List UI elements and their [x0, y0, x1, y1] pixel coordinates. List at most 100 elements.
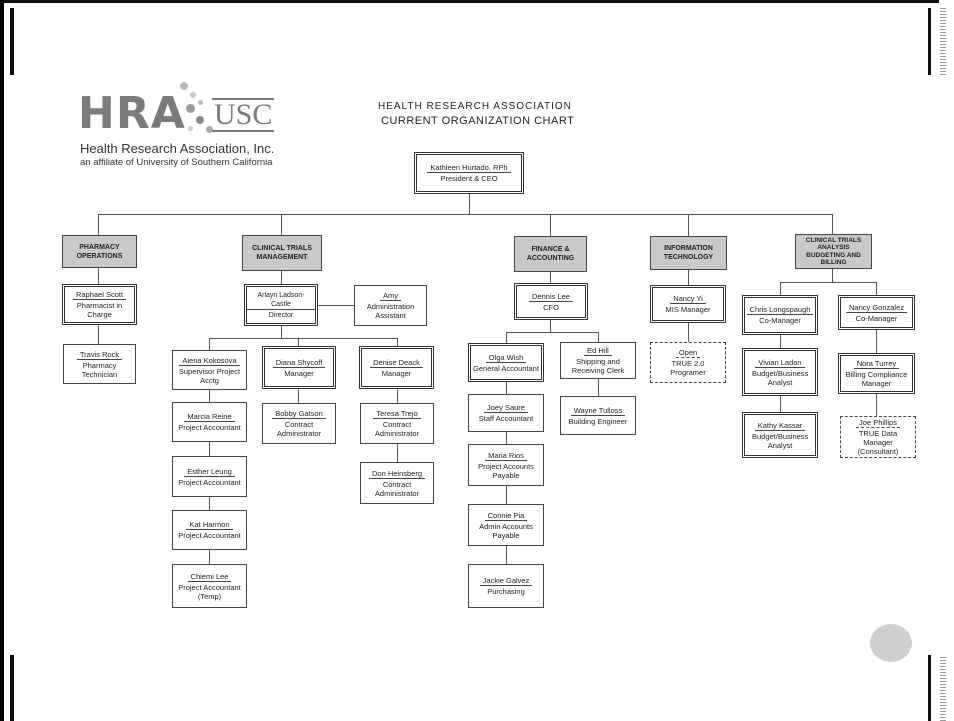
person-name: Connie Pia: [484, 511, 528, 521]
person-title: Project Accountant: [178, 477, 241, 487]
person-name: Marcia Reine: [184, 412, 235, 422]
connector: [209, 550, 210, 564]
org-box-nancy-yi: Nancy Yi MIS Manager: [650, 285, 726, 323]
person-name: Olga Wish: [485, 353, 527, 363]
person-name: Bobby Gatson: [272, 409, 326, 419]
org-box-chris-longspaugh: Chris Longspaugh Co-Manager: [742, 295, 818, 335]
person-title: Pharmacy Technician: [81, 360, 118, 379]
connector: [209, 442, 210, 456]
org-box-bobby-gatson: Bobby Gatson Contract Administrator: [262, 403, 336, 444]
connector: [688, 270, 689, 285]
connector: [469, 193, 470, 215]
person-title: Pharmacist in Charge: [76, 301, 123, 319]
connector: [688, 214, 689, 236]
logo-org-name: Health Research Association, Inc.: [80, 141, 275, 156]
connector: [506, 382, 507, 394]
person-name: Nancy Yi: [670, 294, 706, 304]
person-title: Project Accountant: [178, 531, 241, 540]
person-name: Wayne Tulloss: [570, 406, 626, 416]
org-box-arlayn-ladson-castle: Arlayn Ladson-Castle Director: [244, 284, 318, 326]
person-title: Co-Manager: [855, 313, 898, 323]
connector: [506, 546, 507, 564]
connector: [317, 305, 354, 306]
connector: [397, 444, 398, 462]
person-name: Maria Rios: [485, 451, 527, 461]
connector: [298, 338, 299, 346]
org-box-kathy-kassar: Kathy Kassar Budget/Business Analyst: [742, 412, 818, 458]
logo-dot: [196, 116, 204, 124]
org-box-connie-pia: Connie Pia Admin Accounts Payable: [468, 504, 544, 546]
connector: [876, 330, 877, 353]
person-name: Travis Rock: [76, 350, 123, 360]
org-box-olga-wish: Olga Wish General Accountant: [468, 343, 544, 382]
connector: [506, 486, 507, 504]
org-box-don-heinsberg: Don Heinsberg Contract Administrator: [360, 462, 434, 504]
logo-dot: [188, 126, 193, 131]
org-box-teresa-trejo: Teresa Trejo Contract Administrator: [360, 403, 434, 444]
person-title: Contract Administrator: [374, 479, 420, 498]
person-name: Nora Turrey: [853, 359, 900, 369]
org-box-nancy-gonzalez: Nancy Gonzalez Co-Manager: [838, 295, 915, 330]
connector: [688, 323, 689, 342]
logo-usc: USC: [212, 98, 275, 132]
logo-dot: [186, 104, 195, 113]
person-name: Open: [675, 348, 701, 358]
connector: [209, 390, 210, 402]
connector: [98, 325, 99, 344]
org-box-amy: Amy Administration Assistant: [354, 285, 427, 326]
org-box-raphael-scott: Raphael Scott Pharmacist in Charge: [62, 284, 137, 325]
person-name: Teresa Trejo: [373, 409, 421, 419]
right-frame-bar-top: [928, 8, 931, 75]
connector: [550, 320, 551, 332]
person-title: Administration Assistant: [366, 302, 415, 320]
person-title: Contract Administrator: [276, 420, 322, 438]
connector: [780, 335, 781, 348]
org-box-nora-turrey: Nora Turrey Billing Compliance Manager: [838, 353, 915, 394]
org-box-dennis-lee: Dennis Lee CFO: [514, 283, 588, 320]
logo-dot: [206, 126, 213, 133]
org-box-chiemi-lee: Chiemi Lee Project Accountant (Temp): [172, 564, 247, 608]
connector: [98, 268, 99, 284]
logo-affiliation: an affiliate of University of Southern C…: [80, 157, 273, 168]
decorative-circle: [870, 624, 912, 662]
person-title: Project Accounts Payable: [478, 461, 534, 480]
person-title: Project Accountant (Temp): [178, 582, 241, 601]
page-edge-left: [0, 0, 4, 721]
slide-border-left-bottom: [10, 655, 14, 721]
person-name: Chiemi Lee: [187, 572, 232, 582]
slide-border-left-top: [10, 8, 14, 75]
person-title: Contract Administrator: [374, 420, 420, 438]
person-name: Joe Phillips: [856, 418, 900, 428]
connector: [780, 282, 877, 283]
person-title: Billing Compliance Manager: [845, 370, 908, 388]
connector: [209, 338, 397, 339]
org-box-ed-hill: Ed Hill Shipping and Receiving Clerk: [560, 342, 636, 379]
connector: [98, 214, 833, 215]
connector: [832, 214, 833, 234]
logo-dot: [198, 100, 203, 105]
connector: [281, 326, 282, 338]
right-hatch-bottom: [940, 655, 946, 721]
dept-information-technology: INFORMATION TECHNOLOGY: [650, 236, 727, 270]
person-title: Project Accountant: [178, 423, 241, 432]
person-name: Don Heinsberg: [368, 469, 426, 479]
dept-clinical-trials-management: CLINICAL TRIALS MANAGEMENT: [242, 235, 322, 271]
person-title: Manager: [284, 368, 314, 378]
person-name: Kathleen Hurtado, RPh: [427, 163, 511, 173]
org-box-denise-deack: Denise Deack Manager: [359, 346, 434, 389]
connector: [598, 332, 599, 342]
person-title: Admin Accounts Payable: [479, 521, 533, 540]
org-box-open-position: Open TRUE 2.0 Programer: [650, 342, 726, 383]
chart-title-line1: HEALTH RESEARCH ASSOCIATION: [378, 101, 572, 112]
person-title: President & CEO: [440, 174, 498, 183]
connector: [598, 379, 599, 396]
person-name: Jackie Galvez: [479, 576, 533, 586]
person-title: Shipping and Receiving Clerk: [571, 357, 625, 375]
person-name: Kat Harmon: [186, 520, 233, 530]
connector: [209, 338, 210, 350]
org-box-aiena-kokosova: Aiena Kokosova Supervisor Project Acctg: [172, 350, 247, 390]
person-title: Manager: [381, 368, 412, 378]
person-title: Purchasing: [487, 587, 525, 596]
org-box-marcia-reine: Marcia Reine Project Accountant: [172, 402, 247, 442]
person-title: TRUE Data Manager (Consultant): [857, 429, 899, 456]
